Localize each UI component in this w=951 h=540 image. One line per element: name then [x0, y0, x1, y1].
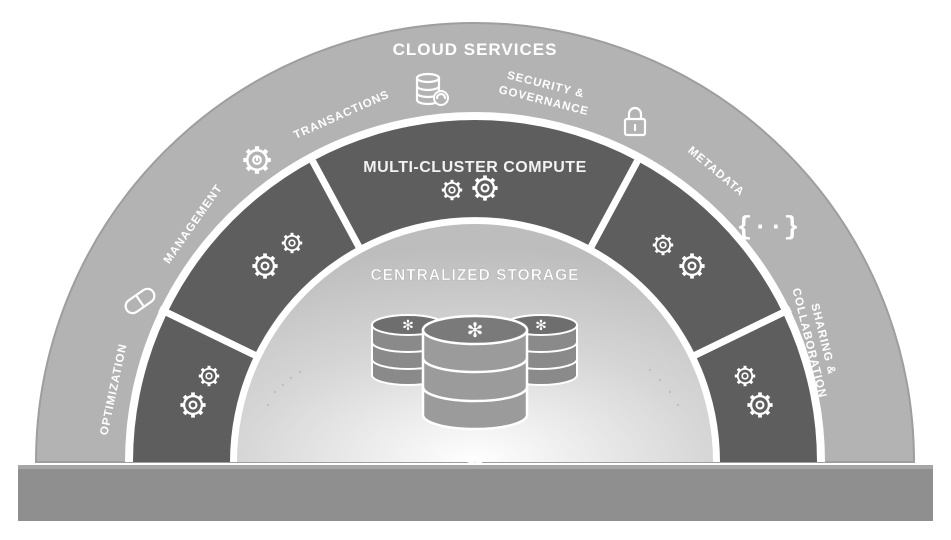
- gear-clock-icon: [243, 146, 271, 174]
- cloud-services-title: CLOUD SERVICES: [393, 40, 558, 59]
- multi-cluster-compute-title: MULTI-CLUSTER COMPUTE: [363, 159, 587, 176]
- svg-text:{··}: {··}: [737, 212, 799, 242]
- pill-icon: [124, 287, 156, 315]
- base-bar: [18, 465, 933, 521]
- svg-text:✻: ✻: [535, 318, 547, 334]
- svg-text:✻: ✻: [467, 318, 484, 342]
- database-sync-icon: [415, 72, 449, 106]
- svg-text:✻: ✻: [402, 318, 414, 334]
- centralized-storage-title: CENTRALIZED STORAGE: [370, 267, 579, 284]
- base-bar-highlight: [18, 465, 933, 469]
- core-texture: [266, 368, 680, 407]
- braces-icon: {··}: [737, 212, 799, 242]
- snowflake-database-icon: ✻: [421, 314, 529, 431]
- lock-icon: [623, 106, 647, 137]
